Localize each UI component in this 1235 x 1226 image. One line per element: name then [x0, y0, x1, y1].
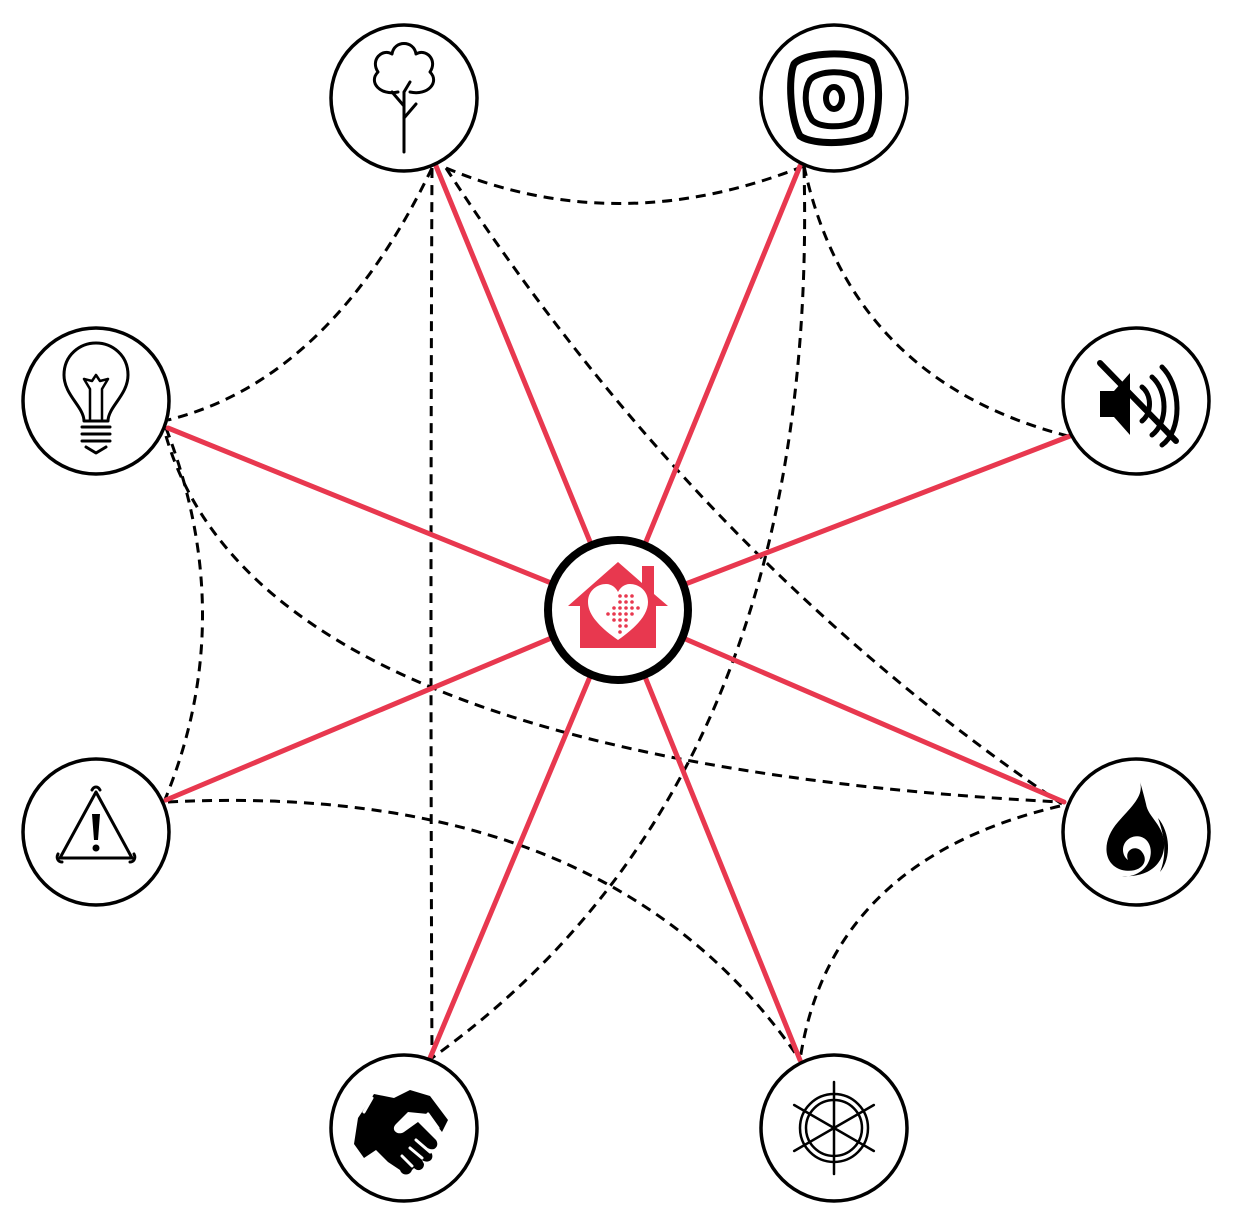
spoke-tree	[433, 163, 621, 613]
link-flame-wheel	[798, 804, 1061, 1061]
spoke-warning	[163, 607, 621, 803]
warning-icon	[55, 785, 137, 864]
spoke-handshake	[427, 607, 621, 1061]
speaker-mute-icon	[1097, 360, 1180, 448]
spoke-flame	[615, 607, 1067, 805]
nodes	[21, 23, 1211, 1203]
hub-spokes	[163, 163, 1073, 1063]
node-ring-lightbulb	[21, 326, 171, 476]
dashed-links	[162, 164, 1069, 1061]
node-tree	[329, 23, 479, 173]
wheel-icon	[792, 1080, 876, 1176]
lightbulb-icon	[62, 341, 130, 455]
node-ring-handshake	[329, 1053, 479, 1203]
node-ring-fingerprint	[759, 23, 909, 173]
hub-node	[544, 536, 692, 684]
tree-icon	[372, 42, 436, 154]
link-fingerprint-mute	[802, 165, 1069, 438]
link-tree-lightbulb	[167, 167, 434, 422]
node-warning	[21, 757, 171, 907]
node-handshake	[329, 1053, 479, 1203]
node-mute	[1061, 326, 1211, 476]
handshake-icon	[354, 1090, 448, 1175]
spoke-fingerprint	[615, 163, 803, 613]
link-tree-fingerprint	[445, 164, 805, 205]
home-heart-icon	[568, 562, 668, 648]
link-warning-wheel	[167, 798, 802, 1061]
node-lightbulb	[21, 326, 171, 476]
node-flame	[1061, 757, 1211, 907]
link-tree-flame	[444, 167, 1063, 806]
node-wheel	[759, 1053, 909, 1203]
spoke-mute	[615, 433, 1073, 613]
flame-icon	[1106, 782, 1169, 877]
node-fingerprint	[759, 23, 909, 173]
link-lightbulb-flame	[164, 435, 1061, 804]
link-lightbulb-warning	[162, 427, 204, 803]
spoke-lightbulb	[165, 425, 621, 613]
link-fingerprint-handshake	[431, 167, 807, 1060]
link-tree-handshake	[429, 167, 434, 1059]
spoke-wheel	[615, 607, 803, 1063]
fingerprint-icon	[787, 50, 883, 147]
